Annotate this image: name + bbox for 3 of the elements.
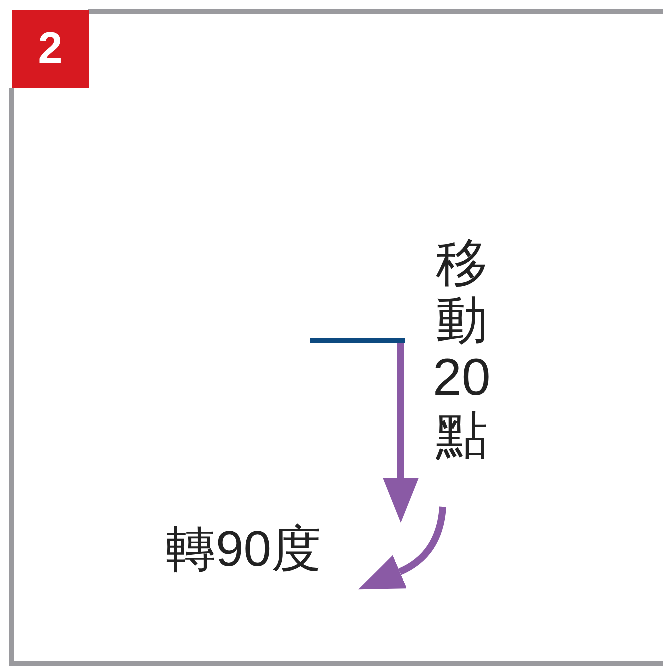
number-badge: 2 xyxy=(12,10,89,88)
move-label: 移動20點 xyxy=(432,236,492,465)
turn-label: 轉90度 xyxy=(166,520,322,579)
